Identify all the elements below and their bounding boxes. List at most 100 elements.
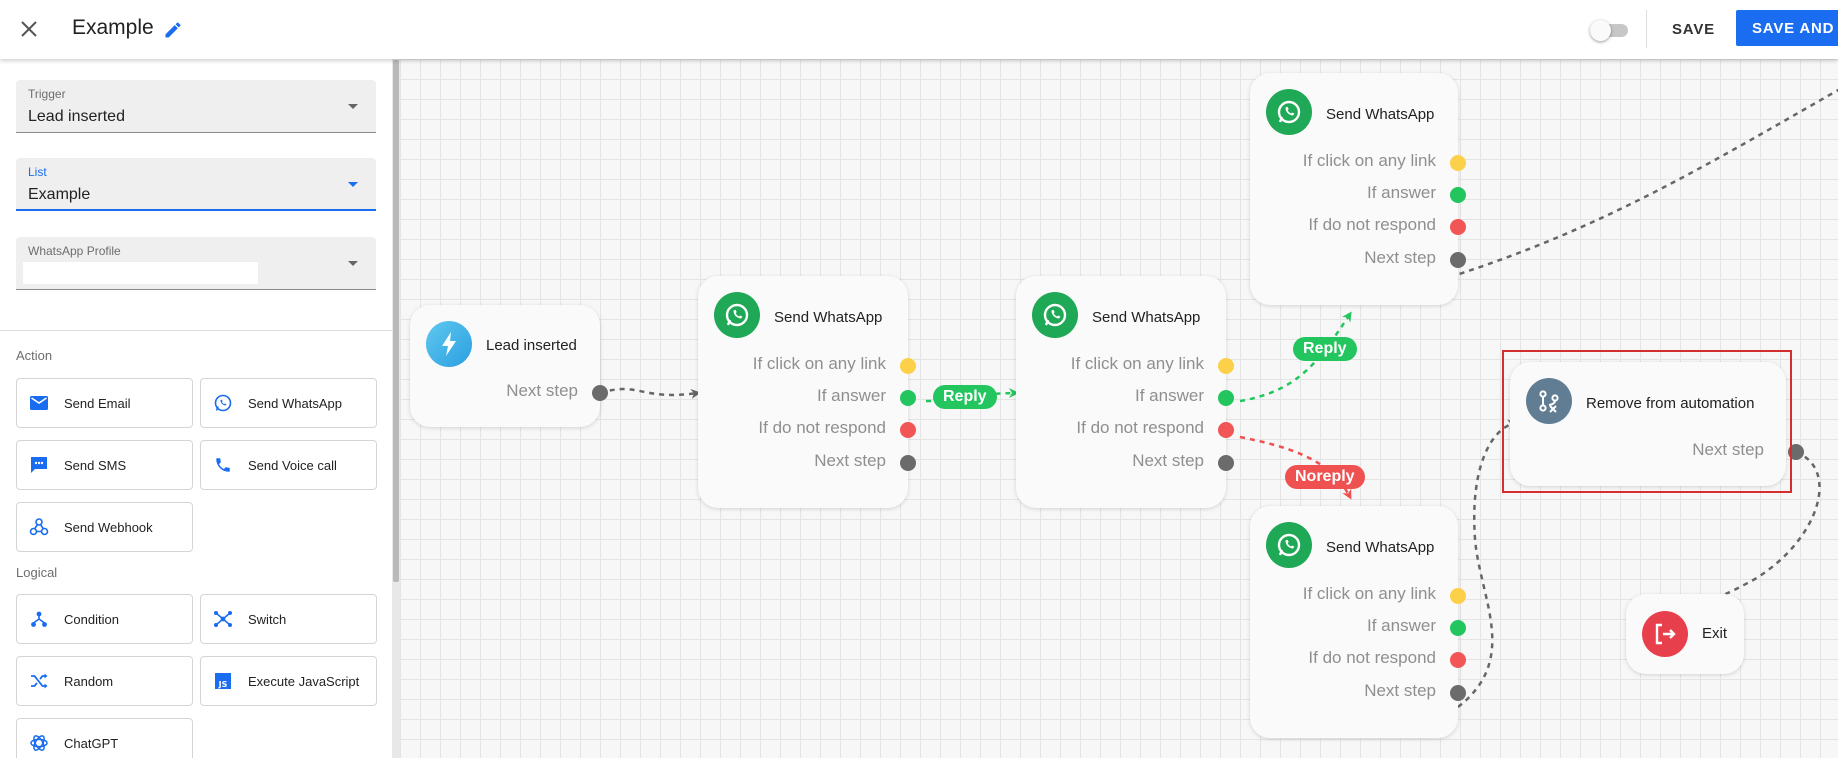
whatsapp-icon bbox=[1032, 292, 1078, 338]
chatgpt-icon bbox=[28, 732, 50, 754]
node-title: Send WhatsApp bbox=[1092, 309, 1201, 326]
execute-javascript-button[interactable]: JS Execute JavaScript bbox=[200, 656, 377, 706]
send-email-label: Send Email bbox=[64, 395, 131, 411]
condition-button[interactable]: Condition bbox=[16, 594, 193, 644]
no-response-port[interactable] bbox=[1450, 219, 1466, 235]
next-step-port[interactable] bbox=[1218, 455, 1234, 471]
list-label: List bbox=[28, 165, 47, 179]
switch-button[interactable]: Switch bbox=[200, 594, 377, 644]
send-voice-call-button[interactable]: Send Voice call bbox=[200, 440, 377, 490]
no-response-port[interactable] bbox=[1218, 422, 1234, 438]
exit-node[interactable]: Exit bbox=[1626, 594, 1744, 674]
next-step-port[interactable] bbox=[1450, 252, 1466, 268]
send-whatsapp-node-3[interactable]: Send WhatsApp If click on any link If an… bbox=[1250, 73, 1466, 305]
active-toggle[interactable] bbox=[1590, 20, 1628, 41]
dropdown-arrow-icon bbox=[348, 261, 358, 266]
close-icon[interactable] bbox=[14, 14, 44, 44]
send-webhook-button[interactable]: Send Webhook bbox=[16, 502, 193, 552]
whatsapp-profile-select[interactable]: WhatsApp Profile bbox=[16, 237, 376, 290]
node-title: Lead inserted bbox=[486, 337, 577, 354]
random-button[interactable]: Random bbox=[16, 656, 193, 706]
section-divider bbox=[0, 330, 392, 331]
row-next-step-label: Next step bbox=[1132, 451, 1204, 470]
no-response-port[interactable] bbox=[900, 422, 916, 438]
row-next-step-label: Next step bbox=[814, 451, 886, 470]
row-no-response-label: If do not respond bbox=[1308, 648, 1436, 667]
pencil-icon[interactable] bbox=[160, 17, 186, 43]
javascript-icon: JS bbox=[212, 670, 234, 692]
list-select[interactable]: List Example bbox=[16, 158, 376, 211]
send-whatsapp-node-2[interactable]: Send WhatsApp If click on any link If an… bbox=[1016, 276, 1234, 508]
whatsapp-profile-value bbox=[23, 262, 258, 284]
send-voice-call-label: Send Voice call bbox=[248, 457, 337, 473]
flow-canvas[interactable]: Lead inserted Next step Send WhatsApp If… bbox=[400, 59, 1838, 758]
dropdown-arrow-icon bbox=[348, 104, 358, 109]
edge-label-reply[interactable]: Reply bbox=[933, 385, 997, 409]
node-title: Exit bbox=[1702, 625, 1728, 642]
row-link-label: If click on any link bbox=[1070, 354, 1204, 373]
send-whatsapp-button[interactable]: Send WhatsApp bbox=[200, 378, 377, 428]
next-step-port[interactable] bbox=[1788, 444, 1804, 460]
remove-automation-icon bbox=[1526, 378, 1572, 424]
switch-label: Switch bbox=[248, 611, 287, 627]
row-answer-label: If answer bbox=[1367, 183, 1436, 202]
sidebar-scrollbar-thumb[interactable] bbox=[393, 60, 399, 582]
answer-port[interactable] bbox=[1450, 620, 1466, 636]
edge-label-noreply[interactable]: Noreply bbox=[1285, 465, 1365, 489]
whatsapp-icon bbox=[714, 292, 760, 338]
send-sms-button[interactable]: Send SMS bbox=[16, 440, 193, 490]
page-title: Example bbox=[72, 16, 154, 39]
logical-heading: Logical bbox=[16, 565, 58, 580]
list-value: Example bbox=[28, 186, 91, 203]
divider bbox=[1646, 10, 1647, 48]
link-port[interactable] bbox=[1218, 358, 1234, 374]
trigger-value: Lead inserted bbox=[28, 108, 125, 125]
exit-icon bbox=[1642, 611, 1688, 657]
row-answer-label: If answer bbox=[1367, 616, 1436, 635]
whatsapp-icon bbox=[1266, 89, 1312, 135]
next-step-label: Next step bbox=[1692, 440, 1764, 459]
send-email-button[interactable]: Send Email bbox=[16, 378, 193, 428]
no-response-port[interactable] bbox=[1450, 652, 1466, 668]
answer-port[interactable] bbox=[900, 390, 916, 406]
chatgpt-button[interactable]: ChatGPT bbox=[16, 718, 193, 758]
condition-icon bbox=[28, 608, 50, 630]
lead-inserted-node[interactable]: Lead inserted Next step bbox=[410, 305, 608, 427]
link-port[interactable] bbox=[900, 358, 916, 374]
answer-port[interactable] bbox=[1218, 390, 1234, 406]
row-link-label: If click on any link bbox=[1302, 584, 1436, 603]
execute-javascript-label: Execute JavaScript bbox=[248, 673, 360, 689]
next-step-port[interactable] bbox=[1450, 685, 1466, 701]
save-and-continue-button[interactable]: SAVE AND C bbox=[1736, 10, 1838, 46]
link-port[interactable] bbox=[1450, 588, 1466, 604]
toggle-knob bbox=[1590, 20, 1611, 41]
send-webhook-label: Send Webhook bbox=[64, 519, 153, 535]
row-no-response-label: If do not respond bbox=[1308, 215, 1436, 234]
lightning-icon bbox=[426, 321, 472, 367]
row-next-step-label: Next step bbox=[1364, 681, 1436, 700]
row-no-response-label: If do not respond bbox=[758, 418, 886, 437]
node-title: Send WhatsApp bbox=[1326, 106, 1435, 123]
next-step-port[interactable] bbox=[592, 385, 608, 401]
row-link-label: If click on any link bbox=[752, 354, 886, 373]
edge-label-reply[interactable]: Reply bbox=[1293, 337, 1357, 361]
row-next-step-label: Next step bbox=[1364, 248, 1436, 267]
whatsapp-icon bbox=[1266, 522, 1312, 568]
save-button[interactable]: SAVE bbox=[1672, 20, 1715, 38]
link-port[interactable] bbox=[1450, 155, 1466, 171]
top-bar: Example SAVE SAVE AND C bbox=[0, 0, 1838, 59]
next-step-port[interactable] bbox=[900, 455, 916, 471]
edge-wa3-next bbox=[1449, 88, 1838, 279]
sms-icon bbox=[28, 454, 50, 476]
trigger-label: Trigger bbox=[28, 87, 66, 101]
chatgpt-label: ChatGPT bbox=[64, 735, 119, 751]
send-whatsapp-node-1[interactable]: Send WhatsApp If click on any link If an… bbox=[698, 276, 916, 508]
answer-port[interactable] bbox=[1450, 187, 1466, 203]
send-sms-label: Send SMS bbox=[64, 457, 127, 473]
remove-from-automation-node[interactable]: Remove from automation Next step bbox=[1510, 362, 1804, 486]
send-whatsapp-label: Send WhatsApp bbox=[248, 395, 342, 411]
send-whatsapp-node-4[interactable]: Send WhatsApp If click on any link If an… bbox=[1250, 506, 1466, 738]
trigger-select[interactable]: Trigger Lead inserted bbox=[16, 80, 376, 133]
edge-layer bbox=[599, 88, 1838, 708]
edge-wa4-to-remove bbox=[1457, 419, 1518, 708]
